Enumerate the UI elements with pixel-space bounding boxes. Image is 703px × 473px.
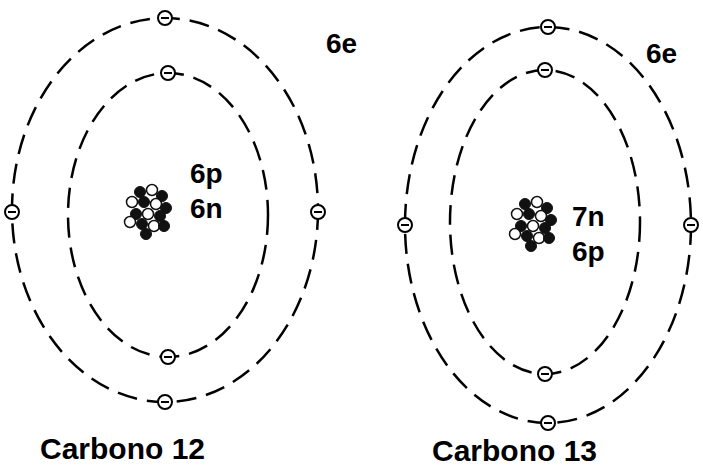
electron (311, 205, 325, 219)
isotope-name: Carbono 12 (40, 434, 205, 464)
nucleus (510, 197, 557, 252)
electron (541, 416, 555, 430)
electron (541, 20, 555, 34)
proton-count: 6p (190, 160, 223, 188)
neutron-count: 7n (572, 203, 605, 231)
electron (5, 205, 19, 219)
electron (161, 350, 175, 364)
electron (161, 66, 175, 80)
electron (158, 11, 172, 25)
electron (398, 218, 412, 232)
electron (538, 367, 552, 381)
electron (684, 218, 698, 232)
electron (538, 63, 552, 77)
neutron-count: 6n (190, 195, 223, 223)
electron-count: 6e (646, 40, 677, 68)
electron-count: 6e (326, 30, 357, 58)
isotope-name: Carbono 13 (432, 436, 597, 466)
inner-orbit (68, 73, 268, 357)
proton-count: 6p (572, 238, 605, 266)
nucleus (125, 185, 172, 240)
outer-orbit (12, 18, 318, 402)
outer-orbit (405, 27, 691, 423)
electron (158, 395, 172, 409)
inner-orbit (450, 70, 640, 374)
